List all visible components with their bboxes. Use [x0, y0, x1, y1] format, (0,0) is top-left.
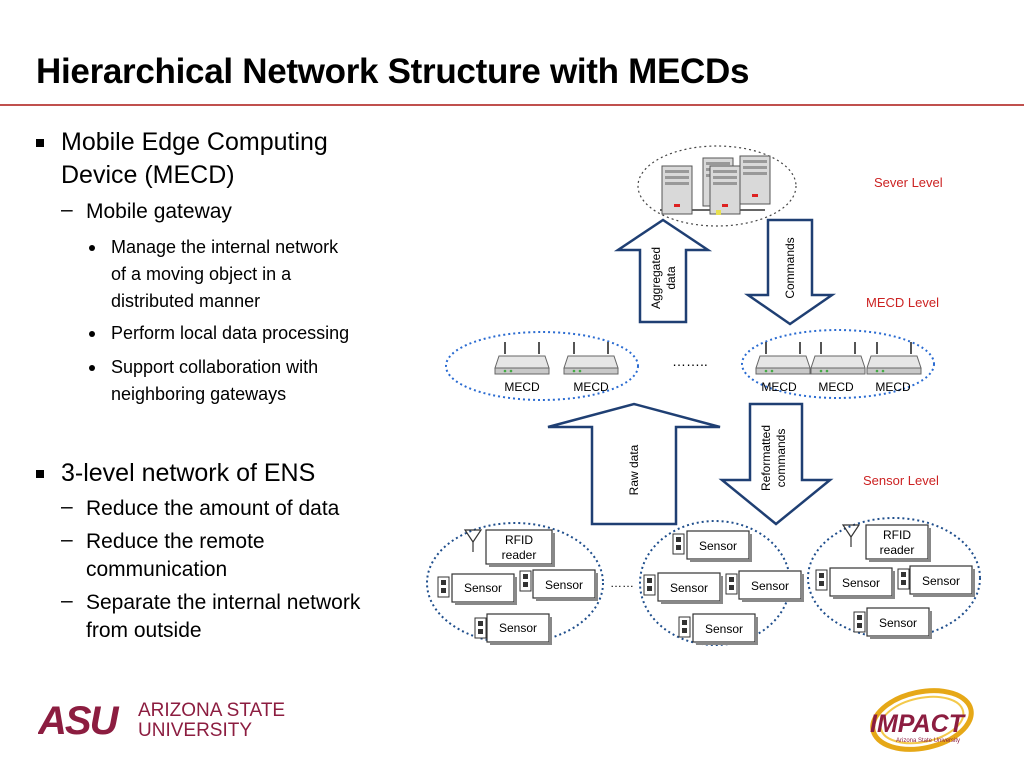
raw-data-label: Raw data: [627, 444, 641, 495]
bullet-marker: [36, 470, 44, 478]
impact-wordmark: IMPACT: [870, 710, 967, 738]
slide-title: Hierarchical Network Structure with MECD…: [36, 52, 750, 91]
sub-reduce-remote-line1: Reduce the remote: [86, 530, 265, 553]
rfid-label-line1: RFID: [505, 533, 533, 547]
mecd-label: MECD: [818, 380, 854, 394]
usb-sensor-icon: [897, 568, 910, 590]
sub-mobile-gateway: Mobile gateway: [86, 200, 232, 223]
asu-wordmark: ASU: [38, 699, 120, 740]
connector-icon: [716, 210, 721, 215]
commands-label: Commands: [783, 237, 797, 298]
mecd-label: MECD: [875, 380, 911, 394]
usb-sensor-icon: [815, 569, 828, 591]
usb-sensor-icon: [474, 617, 487, 639]
usb-sensor-icon: [519, 570, 532, 592]
mecd-label: MECD: [573, 380, 609, 394]
usb-sensor-icon: [725, 573, 738, 595]
item-manage-line1: Manage the internal network: [111, 237, 339, 257]
usb-sensor-icon: [437, 576, 450, 598]
sub-reduce-data: Reduce the amount of data: [86, 497, 340, 520]
sensor-label: Sensor: [705, 622, 743, 636]
sensor-label: Sensor: [464, 581, 502, 595]
asu-name-line1: ARIZONA STATE: [138, 700, 285, 721]
sensor-label: Sensor: [842, 576, 880, 590]
item-collab-line1: Support collaboration with: [111, 357, 319, 377]
rfid-label-line2: reader: [502, 548, 537, 562]
usb-sensor-icon: [672, 533, 685, 555]
item-local-processing: Perform local data processing: [111, 323, 350, 343]
title-divider: [0, 104, 1024, 106]
commands-arrow: [743, 218, 837, 326]
sensor-label: Sensor: [879, 616, 917, 630]
server-icon: [739, 155, 771, 205]
raw-data-arrow: [547, 402, 721, 526]
reformatted-commands-arrow: [718, 402, 834, 526]
sub-reduce-remote-line2: communication: [86, 558, 228, 581]
mecd-label: MECD: [504, 380, 540, 394]
server-icon: [661, 165, 693, 215]
network-diagram: Sever Level Aggregated data Commands MEC…: [426, 145, 981, 646]
impact-swoosh: [870, 688, 974, 752]
bullet-mecd-line1: Mobile Edge Computing: [61, 128, 328, 156]
aggregated-data-arrow: [613, 218, 713, 324]
rfid-label-line1: RFID: [883, 528, 911, 542]
mecd-ellipsis: ……..: [672, 353, 708, 369]
dot-marker: [89, 365, 95, 371]
asu-name-line2: UNIVERSITY: [138, 720, 252, 740]
dash-marker: –: [61, 198, 73, 221]
usb-sensor-icon: [643, 574, 656, 596]
dot-marker: [89, 331, 95, 337]
sensor-label: Sensor: [545, 578, 583, 592]
impact-logo: IMPACT Arizona State University: [870, 688, 974, 752]
sensor-label: Sensor: [499, 621, 537, 635]
aggregated-label-line1: Aggregated: [649, 247, 663, 309]
dot-marker: [89, 245, 95, 251]
reformatted-label-line2: commands: [774, 429, 788, 488]
item-collab-line2: neighboring gateways: [111, 384, 287, 404]
sensor-label: Sensor: [922, 574, 960, 588]
mecd-label: MECD: [761, 380, 797, 394]
sub-separate-line1: Separate the internal network: [86, 591, 361, 614]
sub-separate-line2: from outside: [86, 619, 202, 642]
server-icon: [709, 165, 741, 215]
impact-subtitle: Arizona State University: [896, 738, 960, 744]
dash-marker: –: [61, 495, 73, 518]
server-level-label: Sever Level: [874, 175, 943, 190]
reformatted-label-line1: Reformatted: [759, 425, 773, 491]
sensor-label: Sensor: [699, 539, 737, 553]
usb-sensor-icon: [853, 611, 866, 633]
sensor-level-label: Sensor Level: [863, 473, 939, 488]
usb-sensor-icon: [678, 616, 691, 638]
asu-logo: ASU ARIZONA STATE UNIVERSITY: [38, 699, 285, 740]
item-manage-line2: of a moving object in a: [111, 264, 292, 284]
rfid-label-line2: reader: [880, 543, 915, 557]
bullet-mecd-line2: Device (MECD): [61, 161, 235, 189]
item-manage-line3: distributed manner: [111, 291, 261, 311]
mecd-level-label: MECD Level: [866, 295, 939, 310]
dash-marker: –: [61, 589, 73, 612]
dash-marker: –: [61, 528, 73, 551]
sensor-label: Sensor: [670, 581, 708, 595]
bullet-3-level: 3-level network of ENS: [61, 459, 316, 487]
sensor-label: Sensor: [751, 579, 789, 593]
aggregated-label-line2: data: [664, 266, 678, 290]
bullet-marker: [36, 139, 44, 147]
sensor-ellipsis: ……: [610, 576, 634, 590]
